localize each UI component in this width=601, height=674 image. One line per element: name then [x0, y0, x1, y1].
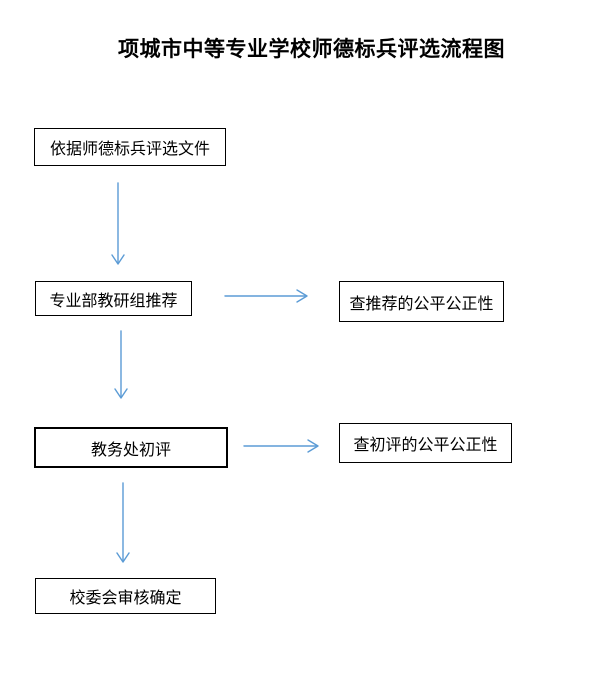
arrow-recommend-to-check-recommend [224, 289, 308, 303]
flow-node-final-approval: 校委会审核确定 [35, 578, 216, 614]
arrow-recommend-to-initial-review [114, 330, 128, 399]
flow-node-check-recommend: 查推荐的公平公正性 [339, 281, 504, 322]
flow-node-basis: 依据师德标兵评选文件 [34, 128, 226, 166]
flow-node-initial-review: 教务处初评 [34, 427, 228, 468]
page-title: 项城市中等专业学校师德标兵评选流程图 [118, 36, 505, 61]
arrow-basis-to-recommend [111, 182, 125, 265]
arrow-initial-review-to-check-initial [243, 439, 319, 453]
flow-node-check-initial-review: 查初评的公平公正性 [339, 423, 512, 463]
flow-node-recommend: 专业部教研组推荐 [35, 281, 192, 316]
arrow-initial-review-to-final [116, 482, 130, 563]
